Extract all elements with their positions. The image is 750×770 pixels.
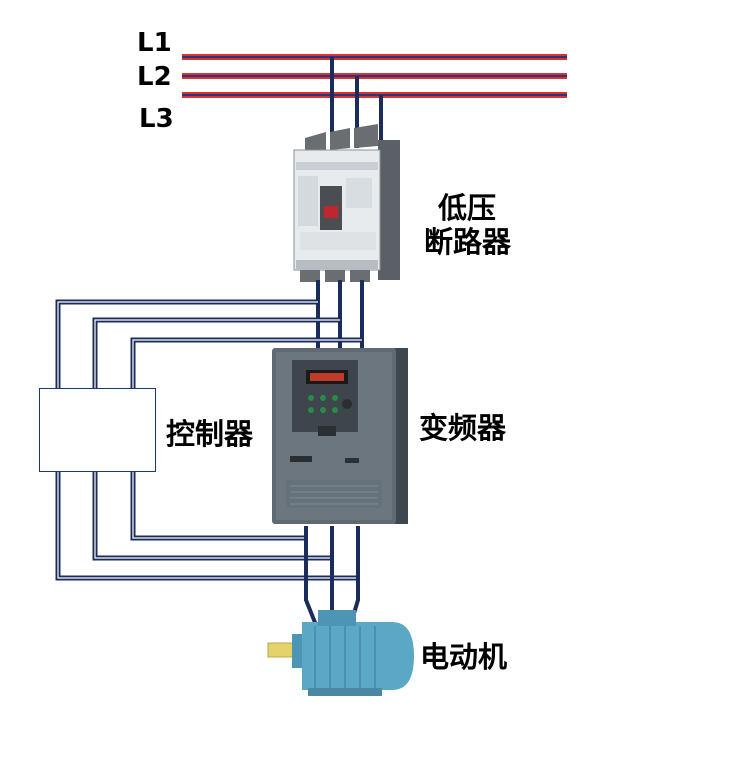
breaker-label-line2: 断路器: [424, 225, 512, 259]
phase-label-l1: L1: [137, 28, 172, 58]
vfd-label: 变频器: [419, 411, 507, 445]
controller-wires: [55, 299, 362, 581]
vfd: [272, 348, 408, 524]
circuit-breaker: [293, 124, 400, 282]
breaker-label-line1: 低压: [438, 191, 497, 225]
controller-label: 控制器: [166, 417, 254, 451]
controller-box: [39, 388, 156, 472]
busbars: [182, 54, 567, 98]
motor: [267, 610, 414, 696]
phase-label-l2: L2: [137, 62, 172, 92]
phase-label-l3: L3: [139, 104, 174, 134]
motor-label: 电动机: [420, 640, 508, 674]
